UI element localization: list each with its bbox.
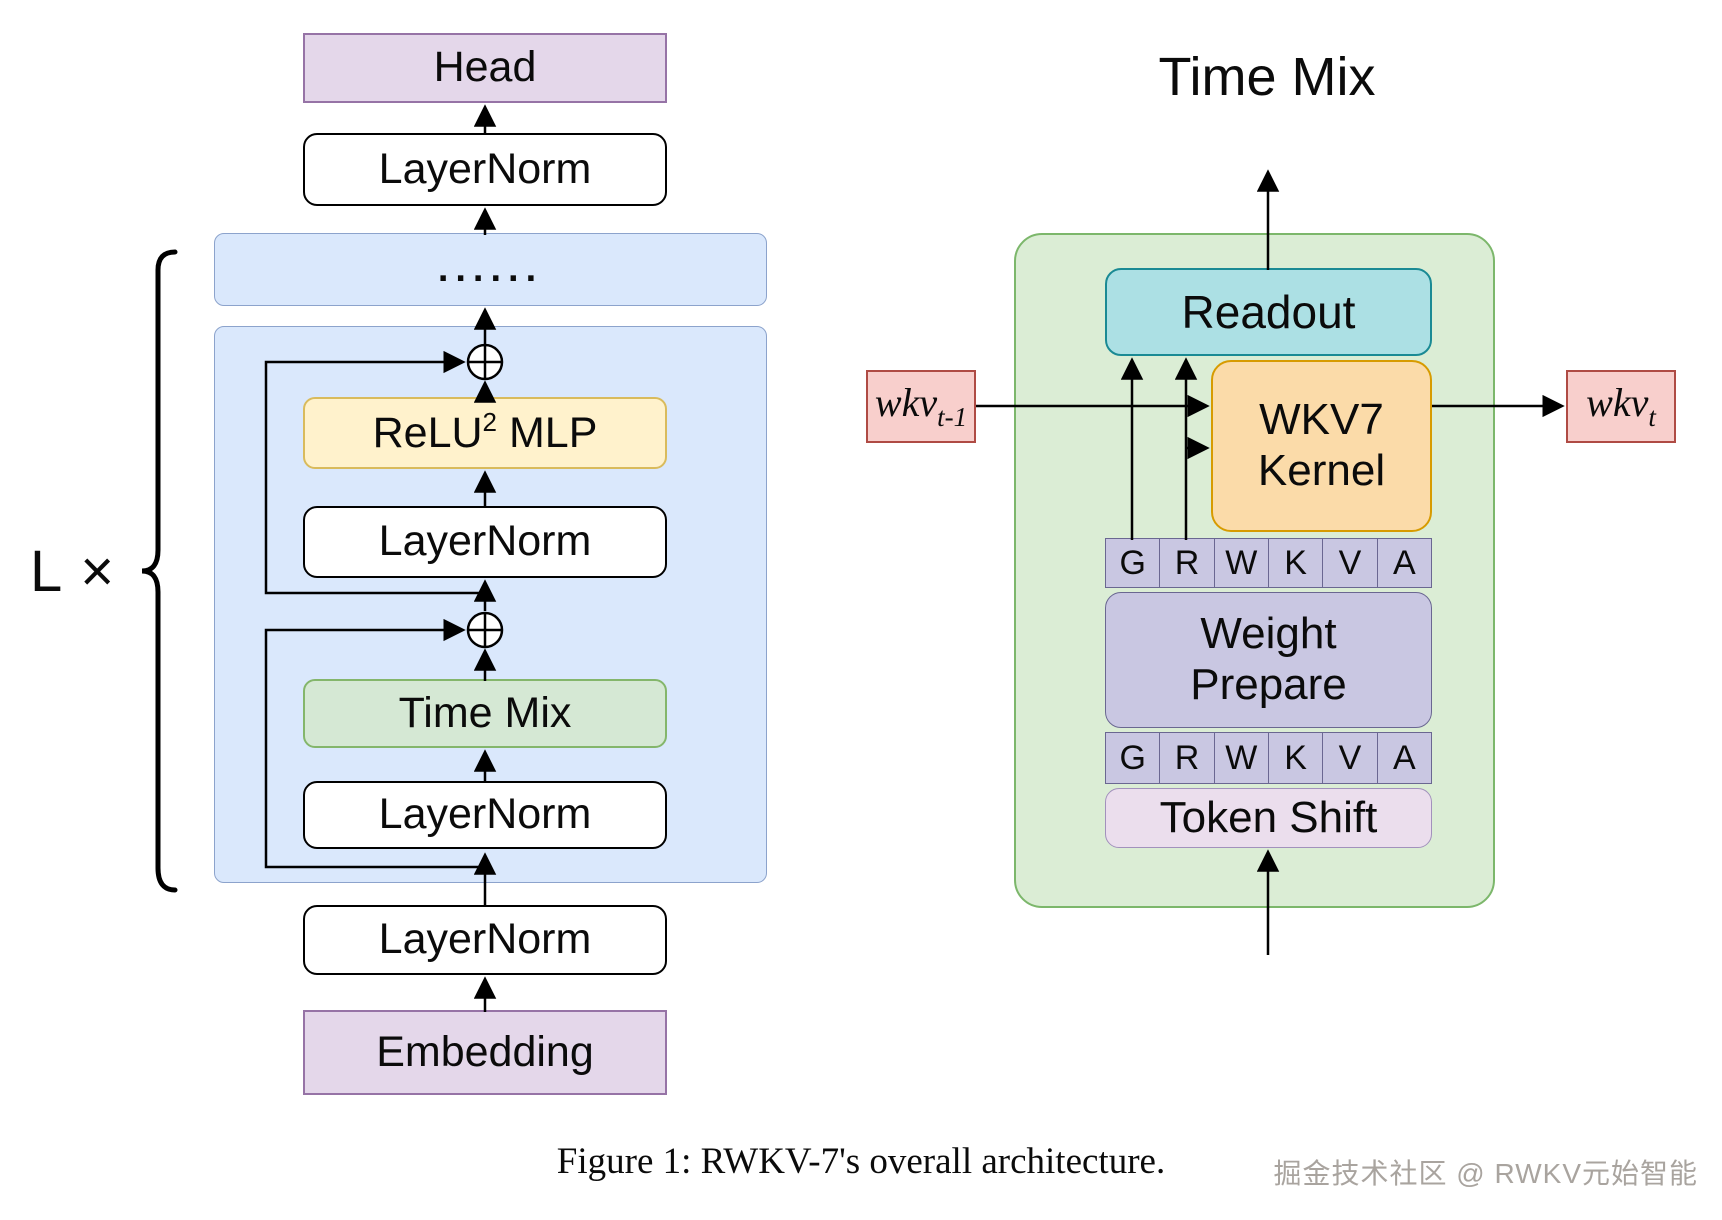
lane-cell: K bbox=[1267, 733, 1322, 783]
wkv-output-label: wkvt bbox=[1586, 379, 1656, 432]
lane-cell: V bbox=[1322, 733, 1376, 783]
embedding-label: Embedding bbox=[376, 1027, 594, 1076]
lane-cell: G bbox=[1119, 738, 1146, 777]
layernorm-label: LayerNorm bbox=[378, 144, 592, 193]
weight-prepare-block: Weight Prepare bbox=[1105, 592, 1432, 728]
token-shift-block: Token Shift bbox=[1105, 788, 1432, 848]
wkv7-kernel-label-line2: Kernel bbox=[1257, 446, 1386, 495]
lane-cell: R bbox=[1159, 539, 1213, 587]
superscript-2: 2 bbox=[482, 406, 498, 437]
lane-row-bottom: G R W K V A bbox=[1105, 732, 1432, 784]
layernorm-embed-block: LayerNorm bbox=[303, 905, 667, 975]
wkv-state-output-block: wkvt bbox=[1566, 370, 1676, 443]
lane-cell: W bbox=[1213, 733, 1268, 783]
lane-row-top: G R W K V A bbox=[1105, 538, 1432, 588]
lane-cell: G bbox=[1119, 543, 1146, 582]
stack-dots-block: ...... bbox=[214, 233, 767, 306]
time-mix-label: Time Mix bbox=[398, 688, 572, 737]
readout-label: Readout bbox=[1181, 285, 1356, 338]
embedding-block: Embedding bbox=[303, 1010, 667, 1095]
layernorm-label: LayerNorm bbox=[378, 517, 592, 566]
lane-cell: V bbox=[1322, 539, 1376, 587]
token-shift-label: Token Shift bbox=[1159, 792, 1378, 842]
watermark: 掘金技术社区 @ RWKV元始智能 bbox=[1273, 1158, 1698, 1189]
lane-cell: A bbox=[1376, 539, 1431, 587]
readout-block: Readout bbox=[1105, 268, 1432, 356]
lane-cell: K bbox=[1267, 539, 1322, 587]
wkv7-kernel-block: WKV7 Kernel bbox=[1211, 360, 1432, 532]
weight-prepare-label-line1: Weight bbox=[1200, 609, 1337, 659]
ellipsis-label: ...... bbox=[437, 247, 544, 290]
lane-cell: R bbox=[1159, 733, 1213, 783]
weight-prepare-label-line2: Prepare bbox=[1190, 660, 1347, 709]
lane-cell: A bbox=[1376, 733, 1431, 783]
head-label: Head bbox=[433, 43, 537, 92]
wkv-state-input-block: wkvt-1 bbox=[866, 370, 976, 443]
layernorm-final-block: LayerNorm bbox=[303, 133, 667, 206]
head-block: Head bbox=[303, 33, 667, 103]
layernorm-mlp-block: LayerNorm bbox=[303, 506, 667, 578]
wkv7-kernel-label-line1: WKV7 bbox=[1259, 395, 1384, 445]
layer-repeat-brace bbox=[141, 249, 178, 893]
layernorm-label: LayerNorm bbox=[378, 790, 592, 839]
figure-caption: Figure 1: RWKV-7's overall architecture. bbox=[556, 1141, 1166, 1182]
layernorm-label: LayerNorm bbox=[378, 915, 592, 964]
relu2-mlp-label: ReLU2 MLP bbox=[372, 406, 598, 457]
wkv-input-label: wkvt-1 bbox=[874, 379, 968, 432]
layer-count-label: L × bbox=[30, 539, 117, 604]
relu2-mlp-block: ReLU2 MLP bbox=[303, 397, 667, 469]
layernorm-attn-block: LayerNorm bbox=[303, 781, 667, 849]
time-mix-block: Time Mix bbox=[303, 679, 667, 748]
lane-cell: W bbox=[1213, 539, 1268, 587]
time-mix-panel-title: Time Mix bbox=[1158, 47, 1376, 107]
